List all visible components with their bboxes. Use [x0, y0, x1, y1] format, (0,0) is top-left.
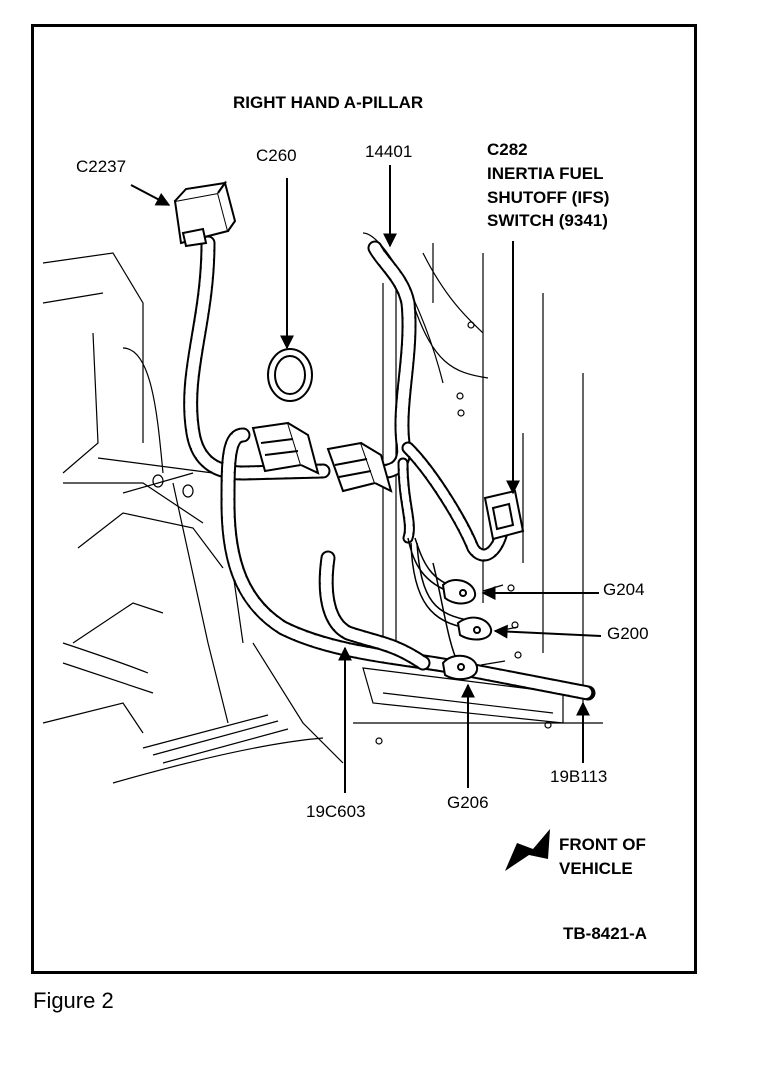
front-of-vehicle-line2: VEHICLE	[559, 859, 633, 878]
callout-arrows	[130, 165, 602, 793]
label-c282: C282	[487, 140, 528, 159]
grommet-c260	[267, 348, 313, 402]
label-19b113: 19B113	[550, 767, 608, 786]
panel-holes	[152, 321, 552, 745]
label-c260: C260	[256, 146, 297, 165]
label-g200: G200	[607, 624, 649, 643]
label-g206: G206	[447, 793, 489, 812]
label-c282-line4: SWITCH (9341)	[487, 211, 608, 230]
body-panel-lines	[42, 232, 603, 784]
diagram-title: RIGHT HAND A-PILLAR	[233, 93, 424, 112]
connectors	[173, 180, 525, 541]
label-14401: 14401	[365, 142, 413, 161]
a-pillar-illustration	[42, 165, 603, 871]
label-19c603: 19C603	[306, 802, 366, 821]
figure-caption: Figure 2	[33, 988, 114, 1013]
wiring-harness	[183, 235, 596, 701]
label-c282-line2: INERTIA FUEL	[487, 164, 604, 183]
label-g204: G204	[603, 580, 645, 599]
figure-frame	[31, 24, 697, 974]
front-of-vehicle-line1: FRONT OF	[559, 835, 646, 854]
ground-eyelets	[441, 578, 493, 681]
figure-id: TB-8421-A	[563, 924, 648, 943]
label-c2237: C2237	[76, 157, 127, 176]
label-c282-line3: SHUTOFF (IFS)	[487, 188, 610, 207]
front-of-vehicle-arrow-icon	[505, 829, 550, 871]
